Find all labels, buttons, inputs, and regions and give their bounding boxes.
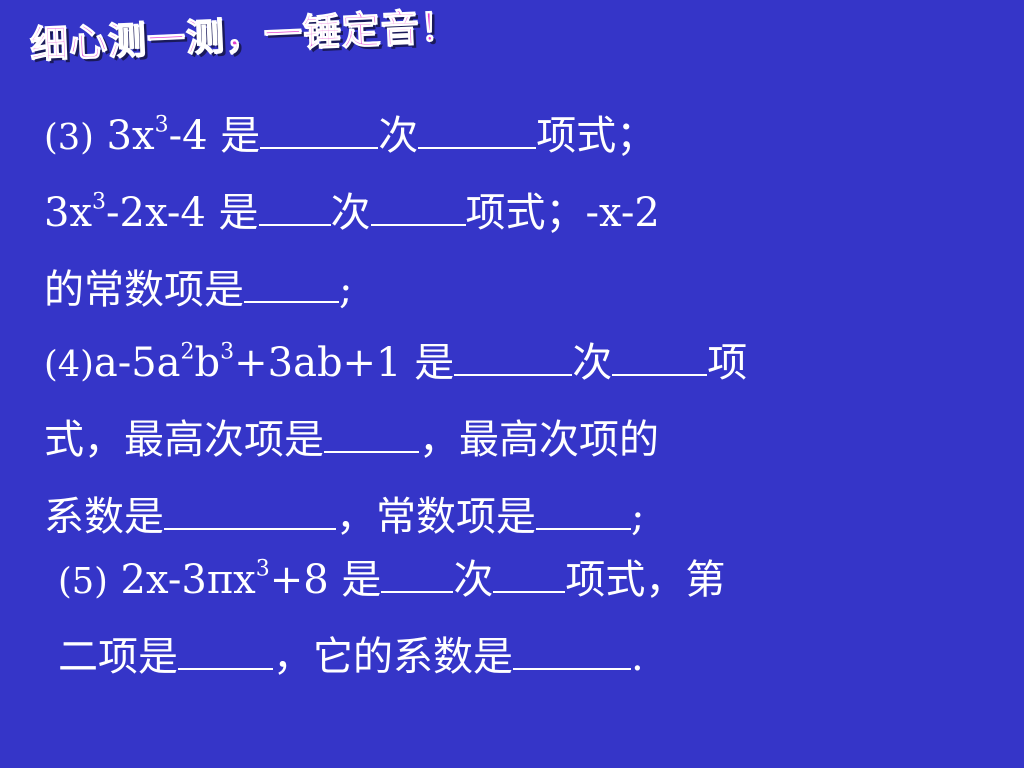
answer-blank[interactable] xyxy=(260,113,379,149)
question-5-text: +8 是 xyxy=(269,557,382,603)
answer-blank[interactable] xyxy=(258,190,331,226)
question-4-text: a-5a xyxy=(93,340,181,386)
question-4-text: ，常数项是 xyxy=(336,494,536,540)
answer-blank[interactable] xyxy=(370,190,466,226)
question-4-text: ; xyxy=(631,494,645,540)
question-3-label: (3) xyxy=(44,117,94,158)
question-4-text: 项 xyxy=(707,340,748,386)
answer-blank[interactable] xyxy=(164,494,336,530)
question-4-text: 系数是 xyxy=(44,494,164,540)
answer-blank[interactable] xyxy=(612,340,708,376)
answer-blank[interactable] xyxy=(381,557,454,593)
question-3: (3) 3x3-4 是次项式； 3x3-2x-4 是次项式；-x-2 的常数项是… xyxy=(44,98,660,329)
question-5-text: ，它的系数是 xyxy=(273,634,513,680)
question-4-text: b xyxy=(194,340,221,386)
answer-blank[interactable] xyxy=(536,494,631,530)
exponent: 3 xyxy=(255,556,270,582)
answer-blank[interactable] xyxy=(513,634,631,670)
question-4-line-1: (4)a-5a2b3+3ab+1 是 次 项 xyxy=(44,325,747,402)
exponent: 3 xyxy=(92,189,107,215)
exponent: 3 xyxy=(154,112,169,138)
question-5-text: 次 xyxy=(453,557,494,603)
answer-blank[interactable] xyxy=(178,634,273,670)
question-3-text: 3x xyxy=(93,113,155,159)
answer-blank[interactable] xyxy=(418,113,537,149)
question-3-text: ; xyxy=(339,267,353,313)
question-4: (4)a-5a2b3+3ab+1 是 次 项 式，最高次项是 ，最高次项的 系数是 ，常… xyxy=(44,325,747,556)
question-4-text: 式，最高次项是 xyxy=(44,417,324,463)
question-3-line-3: 的常数项是; xyxy=(44,252,660,329)
question-4-label: (4) xyxy=(44,344,94,385)
exponent: 3 xyxy=(220,339,235,365)
question-4-text: ，最高次项的 xyxy=(419,417,659,463)
answer-blank[interactable] xyxy=(493,557,566,593)
question-4-line-2: 式，最高次项是 ，最高次项的 xyxy=(44,402,747,479)
exponent: 2 xyxy=(180,339,195,365)
question-5-line-1: (5) 2x-3πx3+8 是 次 项式，第 xyxy=(58,542,725,619)
question-3-text: 3x xyxy=(44,190,93,236)
question-5-line-2: 二项是 ，它的系数是. xyxy=(58,619,725,696)
question-3-text: -2x-4 是 xyxy=(106,190,259,236)
question-3-text: 次 xyxy=(330,190,371,236)
question-5-text: 项式，第 xyxy=(565,557,726,603)
question-4-text: 次 xyxy=(572,340,613,386)
question-3-text: 项式； xyxy=(536,113,657,159)
question-3-text: 次 xyxy=(378,113,419,159)
question-5: (5) 2x-3πx3+8 是 次 项式，第 二项是 ，它的系数是. xyxy=(58,542,725,696)
question-4-text: +3ab+1 是 xyxy=(234,340,455,386)
answer-blank[interactable] xyxy=(244,267,339,303)
question-5-text: . xyxy=(631,634,644,680)
question-3-line-1: (3) 3x3-4 是 次 项式； xyxy=(44,98,660,175)
question-3-text: -4 是 xyxy=(168,113,261,159)
question-3-text: 项式；-x-2 xyxy=(465,190,660,236)
question-3-line-2: 3x3-2x-4 是 次 项式；-x-2 xyxy=(44,175,660,252)
question-5-text: 2x-3πx xyxy=(107,557,256,603)
question-3-text: 的常数项是 xyxy=(44,267,244,313)
answer-blank[interactable] xyxy=(324,417,419,453)
slide-title: 细心测一测，一锤定音！ xyxy=(29,4,461,68)
question-4-line-3: 系数是 ，常数项是; xyxy=(44,479,747,556)
question-5-label: (5) xyxy=(58,561,108,602)
answer-blank[interactable] xyxy=(454,340,573,376)
question-5-text: 二项是 xyxy=(58,634,178,680)
